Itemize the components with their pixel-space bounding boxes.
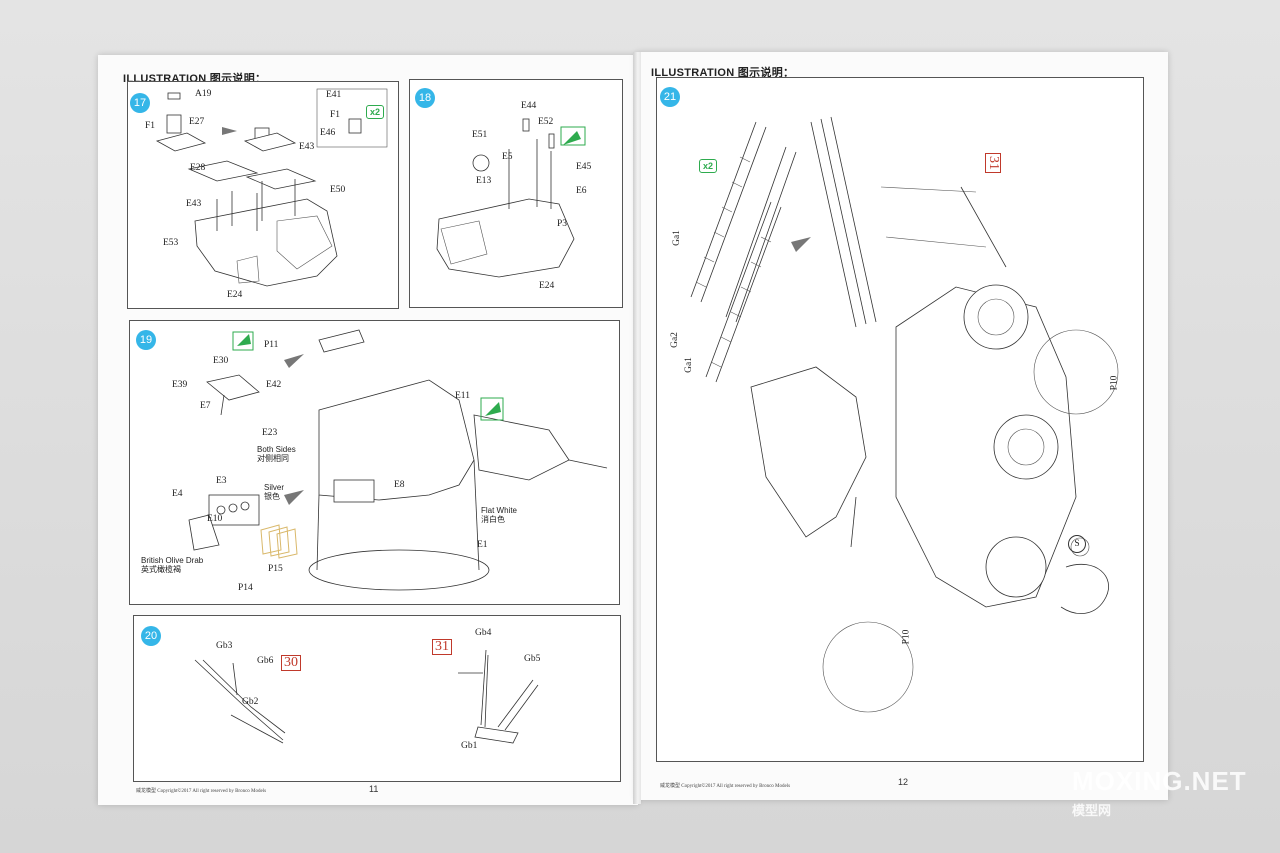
step-21-drawing xyxy=(690,116,1119,713)
page-number-right: 12 xyxy=(898,777,909,787)
label-p14: P14 xyxy=(238,583,253,593)
label-f1-inset: F1 xyxy=(330,110,341,120)
label-e45: E45 xyxy=(576,162,592,172)
label-e8: E8 xyxy=(394,480,405,490)
label-e3: E3 xyxy=(216,476,227,486)
step-20-badge: 20 xyxy=(141,626,161,646)
watermark-sub: 模型网 xyxy=(1072,803,1112,818)
label-e27: E27 xyxy=(189,117,205,127)
label-gb3: Gb3 xyxy=(216,641,233,651)
label-e50: E50 xyxy=(330,185,346,195)
label-e46: E46 xyxy=(320,128,336,138)
label-p10-top: P10 xyxy=(1109,375,1120,391)
label-e4: E4 xyxy=(172,489,183,499)
label-e39: E39 xyxy=(172,380,188,390)
label-e52: E52 xyxy=(538,117,554,127)
label-a19: A19 xyxy=(195,89,212,99)
label-e24-18: E24 xyxy=(539,281,555,291)
label-e5: E5 xyxy=(502,152,513,162)
label-gb6: Gb6 xyxy=(257,656,274,666)
step-17-drawing xyxy=(155,88,388,287)
label-f1: F1 xyxy=(145,121,156,131)
step-20-drawing xyxy=(194,649,539,744)
label-e23: E23 xyxy=(262,428,278,438)
footer-right-copy: 威龙模型 Copyright©2017 All right reserved b… xyxy=(660,784,791,789)
label-e11: E11 xyxy=(455,391,470,401)
label-e24: E24 xyxy=(227,290,243,300)
step-19-badge: 19 xyxy=(136,330,156,350)
label-e43: E43 xyxy=(186,199,202,209)
label-p11: P11 xyxy=(264,340,279,350)
label-gb1: Gb1 xyxy=(461,741,478,751)
watermark-main: MOXING.NET xyxy=(1072,766,1247,796)
label-e41: E41 xyxy=(326,90,342,100)
label-e1: E1 xyxy=(477,540,488,550)
label-gb5: Gb5 xyxy=(524,654,541,664)
label-gb4: Gb4 xyxy=(475,628,492,638)
step-18-drawing xyxy=(436,118,586,278)
label-e6: E6 xyxy=(576,186,587,196)
label-e51: E51 xyxy=(472,130,488,140)
page-header-right: ILLUSTRATION 图示说明： xyxy=(651,67,795,79)
ref-box-30: 30 xyxy=(281,655,301,671)
footer-left-copy: 威龙模型 Copyright©2017 All right reserved b… xyxy=(136,789,267,794)
label-e7: E7 xyxy=(200,401,211,411)
page-number-left: 11 xyxy=(369,784,379,794)
label-e13: E13 xyxy=(476,176,492,186)
label-e44: E44 xyxy=(521,101,537,111)
label-e53: E53 xyxy=(163,238,179,248)
ref-box-31-right: 31 xyxy=(985,153,1001,173)
step-17-badge: 17 xyxy=(130,93,150,113)
step-19-drawing xyxy=(188,329,608,591)
label-e43-top: E43 xyxy=(299,142,315,152)
label-e10: E10 xyxy=(207,514,223,524)
s-marker: S xyxy=(1068,535,1086,553)
label-e42: E42 xyxy=(266,380,282,390)
label-p15: P15 xyxy=(268,564,283,574)
label-e30: E30 xyxy=(213,356,229,366)
page-fold xyxy=(633,52,641,804)
label-gb2: Gb2 xyxy=(242,697,259,707)
label-e28: E28 xyxy=(190,163,206,173)
label-p10-bottom: P10 xyxy=(901,629,912,645)
x2-badge-17: x2 xyxy=(366,105,385,119)
label-ga1-bottom: Ga1 xyxy=(683,357,694,373)
label-ga2: Ga2 xyxy=(669,332,680,348)
step-20-panel xyxy=(133,615,621,782)
ref-box-31: 31 xyxy=(432,639,452,655)
step-21-badge: 21 xyxy=(660,87,680,107)
label-p3: P3 xyxy=(557,219,568,229)
x2-badge-21: x2 xyxy=(699,159,718,173)
step-18-badge: 18 xyxy=(415,88,435,108)
label-ga1-top: Ga1 xyxy=(671,230,682,246)
